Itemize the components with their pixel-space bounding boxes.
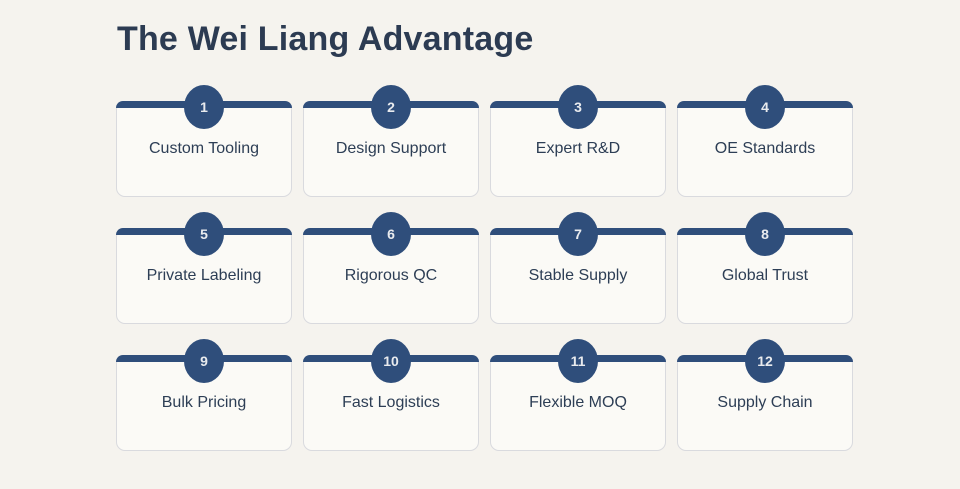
advantage-card-4: 4 OE Standards [677,85,853,197]
step-number: 2 [387,99,395,115]
advantage-card-1: 1 Custom Tooling [116,85,292,197]
step-number: 6 [387,226,395,242]
card-label: Supply Chain [717,394,813,411]
step-number: 10 [383,353,399,369]
card-label: Bulk Pricing [161,394,247,411]
step-number-badge: 9 [184,339,224,383]
advantage-card-8: 8 Global Trust [677,212,853,324]
step-number: 7 [574,226,582,242]
card-label: Fast Logistics [342,394,440,411]
step-number-badge: 7 [558,212,598,256]
card-label: Custom Tooling [149,140,259,157]
advantage-card-7: 7 Stable Supply [490,212,666,324]
step-number-badge: 6 [371,212,411,256]
card-label: Rigorous QC [344,267,438,284]
advantage-card-10: 10 Fast Logistics [303,339,479,451]
step-number-badge: 11 [558,339,598,383]
advantage-card-9: 9 Bulk Pricing [116,339,292,451]
page-title: The Wei Liang Advantage [117,20,534,58]
card-label: Stable Supply [528,267,628,284]
card-label: Flexible MOQ [529,394,627,411]
step-number-badge: 1 [184,85,224,129]
advantage-card-2: 2 Design Support [303,85,479,197]
card-panel: Custom Tooling [116,101,292,197]
step-number: 8 [761,226,769,242]
step-number: 1 [200,99,208,115]
step-number: 3 [574,99,582,115]
advantage-grid: 1 Custom Tooling 2 Design Support 3 Expe… [116,85,853,451]
step-number-badge: 5 [184,212,224,256]
step-number-badge: 10 [371,339,411,383]
step-number: 12 [757,353,773,369]
step-number-badge: 3 [558,85,598,129]
step-number-badge: 2 [371,85,411,129]
card-label: Expert R&D [535,140,621,157]
step-number: 11 [570,353,586,369]
step-number-badge: 4 [745,85,785,129]
advantage-card-12: 12 Supply Chain [677,339,853,451]
advantage-card-6: 6 Rigorous QC [303,212,479,324]
step-number-badge: 12 [745,339,785,383]
advantage-card-11: 11 Flexible MOQ [490,339,666,451]
card-label: Design Support [335,140,447,157]
card-label: Private Labeling [146,267,262,284]
card-label: OE Standards [714,140,816,157]
advantage-card-5: 5 Private Labeling [116,212,292,324]
card-label: Global Trust [721,267,809,284]
step-number: 4 [761,99,769,115]
step-number-badge: 8 [745,212,785,256]
advantage-card-3: 3 Expert R&D [490,85,666,197]
step-number: 9 [200,353,208,369]
step-number: 5 [200,226,208,242]
